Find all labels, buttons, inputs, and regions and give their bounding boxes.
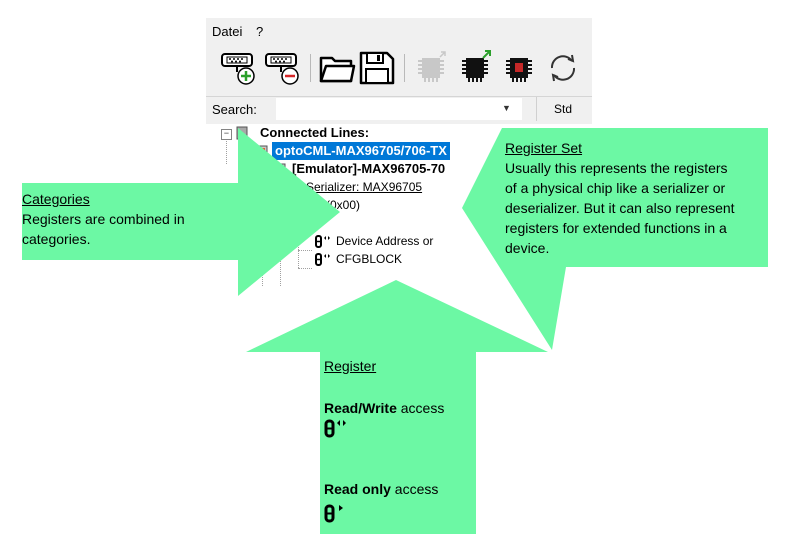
register-title: Register bbox=[324, 358, 377, 374]
chip-stop-icon[interactable] bbox=[500, 50, 538, 86]
add-line-icon[interactable] bbox=[220, 50, 258, 86]
serializer-label: Serializer: MAX96705 bbox=[306, 180, 423, 194]
read-write-register-icon bbox=[324, 419, 346, 438]
categories-text-line: Registers are combined in bbox=[22, 211, 185, 227]
search-bar: Search: ▼ Std bbox=[206, 96, 592, 123]
search-input[interactable] bbox=[276, 98, 522, 120]
access-label: access bbox=[396, 400, 445, 416]
read-only-register-icon bbox=[324, 504, 343, 523]
tree-line bbox=[298, 250, 312, 251]
read-write-label: Read/Write bbox=[324, 400, 397, 416]
save-icon[interactable] bbox=[358, 50, 396, 86]
read-only-access-text: Read only access bbox=[324, 479, 438, 499]
refresh-icon[interactable] bbox=[544, 50, 582, 86]
tree-line bbox=[298, 268, 312, 269]
menu-bar: Datei ? bbox=[206, 18, 592, 44]
toolbar-separator bbox=[310, 54, 311, 82]
register-set-text-line: of a physical chip like a serializer or bbox=[505, 180, 726, 196]
read-write-register-icon bbox=[315, 253, 330, 266]
register-set-text-line: deserializer. But it can also represent bbox=[505, 200, 735, 216]
menu-datei[interactable]: Datei bbox=[212, 24, 243, 39]
categories-title: Categories bbox=[22, 191, 90, 207]
emulator-label: [Emulator]-MAX96705-70 bbox=[292, 161, 446, 176]
categories-callout: Categories Registers are combined in cat… bbox=[22, 189, 242, 249]
selected-line-label: optoCML-MAX96705/706-TX bbox=[272, 142, 450, 160]
register-set-text-line: registers for extended functions in a bbox=[505, 220, 727, 236]
collapse-icon[interactable]: − bbox=[221, 129, 232, 140]
open-folder-icon[interactable] bbox=[318, 50, 356, 86]
register-set-text-line: device. bbox=[505, 240, 550, 256]
categories-text-line: categories. bbox=[22, 231, 91, 247]
categories-arrow bbox=[22, 128, 340, 296]
register-label: CFGBLOCK bbox=[336, 252, 403, 266]
chip-write-icon[interactable] bbox=[456, 50, 494, 86]
read-only-label: Read only bbox=[324, 481, 391, 497]
toolbar bbox=[206, 46, 592, 90]
toolbar-separator bbox=[404, 54, 405, 82]
tree-line bbox=[226, 138, 227, 164]
read-write-access-text: Read/Write access bbox=[324, 398, 444, 418]
menu-help[interactable]: ? bbox=[256, 24, 264, 39]
tree-root-label: Connected Lines: bbox=[260, 125, 370, 140]
dropdown-arrow-icon[interactable]: ▼ bbox=[502, 103, 511, 113]
std-button[interactable]: Std bbox=[536, 97, 589, 121]
read-write-register-icon bbox=[315, 235, 330, 248]
chip-read-icon[interactable] bbox=[412, 50, 450, 86]
register-set-text-line: Usually this represents the registers bbox=[505, 160, 728, 176]
register-arrow bbox=[246, 280, 548, 534]
register-set-title: Register Set bbox=[505, 140, 583, 156]
access-label: access bbox=[390, 481, 439, 497]
register-callout: Register Read/Write access Read only acc… bbox=[324, 356, 474, 523]
search-label: Search: bbox=[212, 102, 257, 117]
remove-line-icon[interactable] bbox=[264, 50, 302, 86]
register-label: Device Address or bbox=[336, 234, 434, 248]
register-set-callout: Register Set Usually this represents the… bbox=[505, 138, 767, 258]
register-set-arrow bbox=[462, 128, 768, 350]
